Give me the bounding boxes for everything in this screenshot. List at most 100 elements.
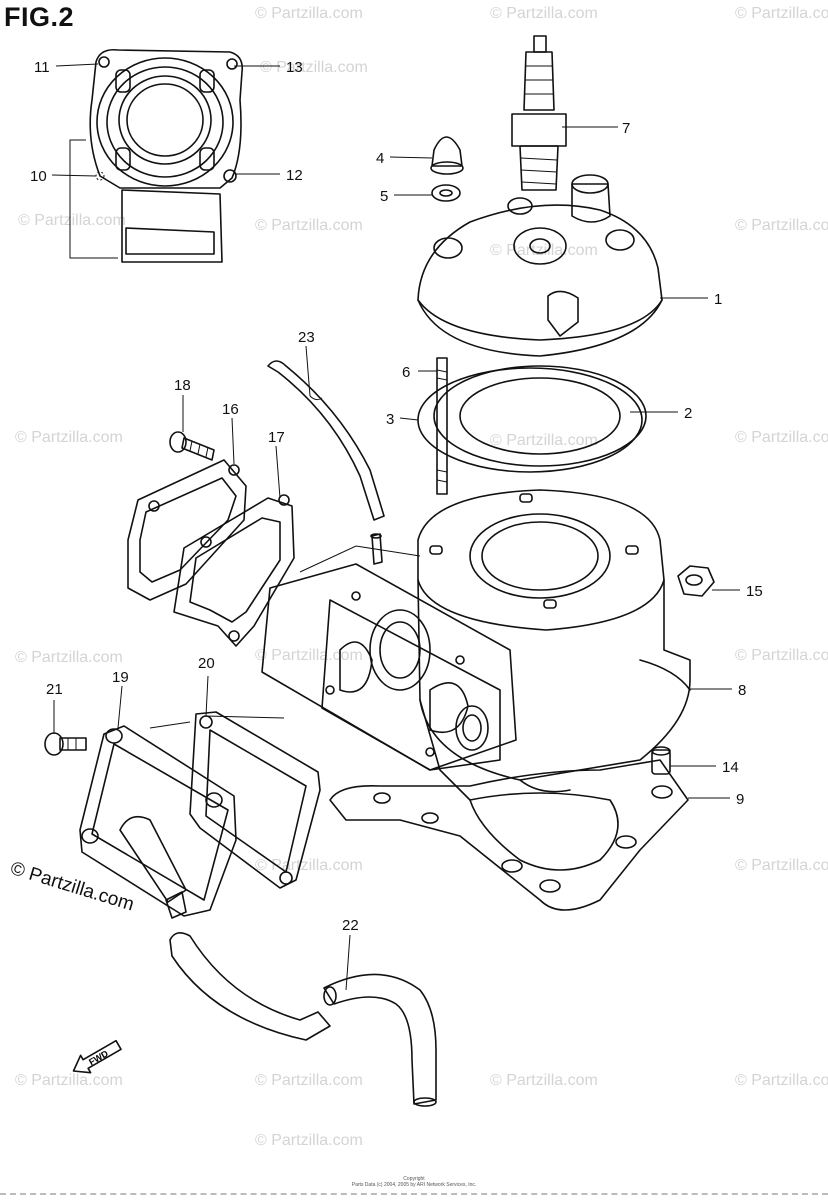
leader-line xyxy=(275,445,281,499)
breather-hose-left-run xyxy=(169,932,331,1041)
callout-3: 3 xyxy=(386,411,394,428)
cylinder-intake-port-inner xyxy=(379,621,421,679)
cylinder-intake-port xyxy=(369,609,431,691)
cylinder-intake-lobe xyxy=(429,682,469,734)
reed-gasket-hole xyxy=(200,536,212,548)
callout-8: 8 xyxy=(738,682,746,699)
inset-port xyxy=(115,147,131,171)
leader-line xyxy=(149,721,191,729)
cylinder-intake-face xyxy=(321,599,501,771)
cylinder-port xyxy=(625,545,639,555)
cylinder-base-edge xyxy=(519,779,571,793)
callout-21: 21 xyxy=(46,681,63,698)
cylinder-head-plug-boss xyxy=(513,227,567,265)
cylinder-bolt-hole xyxy=(325,685,335,695)
fwd-arrow-label: FWD xyxy=(87,1048,110,1067)
screw-thread xyxy=(189,440,193,452)
watermark: © Partzilla.com xyxy=(490,432,598,449)
cap-nut-base xyxy=(430,161,464,175)
cylinder-bolt-hole xyxy=(455,655,465,665)
o-ring xyxy=(417,367,643,473)
washer-outer xyxy=(431,184,461,202)
base-gasket-hole xyxy=(421,812,439,824)
reed-gasket-17-window xyxy=(189,517,281,623)
fwd-arrow-shape xyxy=(72,1039,122,1074)
reed-cover-hole xyxy=(81,828,99,844)
bolt-shank xyxy=(59,737,87,751)
reed-cover-gasket-hole xyxy=(199,715,213,729)
cylinder-head-flange xyxy=(417,299,663,341)
breather-hose-upper xyxy=(267,360,385,521)
reed-cover-hole xyxy=(205,792,223,808)
head-gasket xyxy=(433,365,647,467)
washer-inner xyxy=(439,189,453,197)
base-gasket-outline xyxy=(329,759,689,911)
breather-hose-upper-body xyxy=(267,360,385,521)
reed-valve-cover-face xyxy=(91,743,229,901)
breather-hose-clamp xyxy=(309,395,323,401)
spark-plug-insulator xyxy=(523,51,555,111)
base-gasket-hole xyxy=(615,835,637,849)
watermark: © Partzilla.com xyxy=(18,212,126,229)
copyright-line: Parts Data (c) 2004, 2005 by ARI Network… xyxy=(351,1182,477,1188)
callout-20: 20 xyxy=(198,655,215,672)
reed-gasket-hole xyxy=(228,630,240,642)
head-gasket-outer xyxy=(433,365,647,467)
watermark: © Partzilla.com xyxy=(490,242,598,259)
stud-thread xyxy=(436,369,448,373)
cylinder-head xyxy=(417,174,663,357)
cylinder-edge xyxy=(419,699,471,801)
cylinder-port xyxy=(429,545,443,555)
callout-5: 5 xyxy=(380,188,388,205)
base-gasket-opening xyxy=(469,792,619,871)
spark-plug xyxy=(511,35,567,191)
watermark: © Partzilla.com xyxy=(735,5,828,22)
cylinder-nipple-tip xyxy=(370,533,382,539)
callout-12: 12 xyxy=(286,167,303,184)
washer xyxy=(431,184,461,202)
cylinder-port xyxy=(543,599,557,609)
callout-18: 18 xyxy=(174,377,191,394)
cylinder-top-deck xyxy=(417,489,665,631)
base-gasket-hole xyxy=(539,879,561,893)
leader-line xyxy=(305,345,311,397)
dowel-pin-top xyxy=(651,746,671,756)
breather-hose-end xyxy=(323,986,337,1006)
flange-nut-hole xyxy=(685,574,703,586)
copyright-footer: Copyright Parts Data (c) 2004, 2005 by A… xyxy=(0,1176,828,1188)
screw-thread xyxy=(205,446,209,458)
leader-line xyxy=(55,63,99,67)
cylinder-rear-edge xyxy=(299,545,421,573)
inset-head-outline xyxy=(89,48,244,189)
watermark: © Partzilla.com xyxy=(15,649,123,666)
stud-thread xyxy=(436,479,448,483)
watermark: © Partzilla.com xyxy=(255,217,363,234)
reed-valve-cover xyxy=(79,725,237,919)
callout-labels: 1 2 3 4 5 6 7 8 9 10 11 12 13 14 15 16 1… xyxy=(30,59,763,934)
reed-valve-cover-outline xyxy=(79,725,237,917)
spark-plug-thread xyxy=(519,145,559,191)
head-gasket-inner xyxy=(459,377,621,455)
callout-6: 6 xyxy=(402,364,410,381)
breather-hose-lower xyxy=(169,932,437,1107)
callout-4: 4 xyxy=(376,150,384,167)
inset-bolt-hole-12 xyxy=(223,169,237,183)
reed-cover-nozzle xyxy=(119,815,187,903)
callout-1: 1 xyxy=(714,291,722,308)
callout-2: 2 xyxy=(684,405,692,422)
callout-14: 14 xyxy=(722,759,739,776)
reed-gasket-hole xyxy=(228,464,240,476)
reed-gasket-16-window xyxy=(139,477,237,583)
flange-nut-hex xyxy=(677,565,715,597)
o-ring-outer xyxy=(417,367,643,473)
bottom-divider xyxy=(0,1193,828,1195)
callout-17: 17 xyxy=(268,429,285,446)
cylinder-head-body xyxy=(417,204,663,357)
spark-plug-hex xyxy=(511,113,567,147)
cylinder-exhaust-port-inner xyxy=(462,714,482,742)
inset-port xyxy=(199,69,215,93)
spark-plug-thread-line xyxy=(520,169,558,173)
reed-gasket-17-outline xyxy=(173,497,295,647)
cylinder-head-plug-hole xyxy=(529,238,551,254)
callout-13: 13 xyxy=(286,59,303,76)
